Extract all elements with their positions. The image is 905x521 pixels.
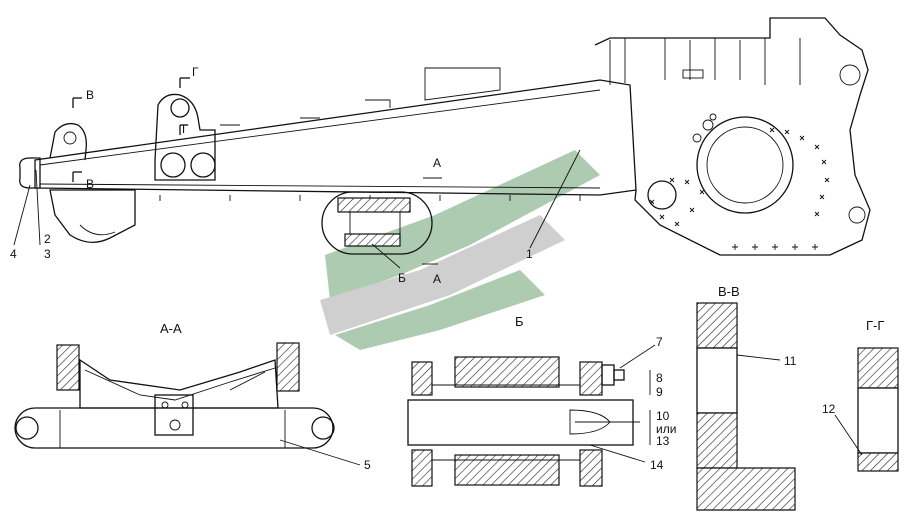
callout-1: 1 <box>526 247 533 261</box>
section-title-g-g: Г-Г <box>866 318 884 333</box>
callout-7: 7 <box>656 335 663 349</box>
callout-8: 8 <box>656 371 663 385</box>
cut-plane-marks <box>72 77 190 182</box>
callout-5: 5 <box>364 458 371 472</box>
section-title-v-v: В-В <box>718 284 740 299</box>
cut-letter-b: Б <box>398 271 406 285</box>
cut-letter-g-lower: Г <box>182 122 189 136</box>
callout-9: 9 <box>656 385 663 399</box>
detail-b-callout <box>321 191 433 255</box>
cut-letter-v-top: В <box>86 88 94 102</box>
section-title-a-a: А-А <box>160 321 182 336</box>
cut-letter-g: Г <box>192 65 199 79</box>
callout-4: 4 <box>10 247 17 261</box>
callout-10: 10 <box>656 409 670 423</box>
callout-11: 11 <box>784 354 797 368</box>
callout-12: 12 <box>822 402 836 416</box>
callout-or: или <box>656 422 676 436</box>
watermark-green-chevron-2 <box>335 270 545 350</box>
callout-3: 3 <box>44 247 51 261</box>
bolt-marks <box>649 127 830 250</box>
detail-b-view <box>407 344 656 487</box>
leader-lines-main <box>13 149 581 269</box>
watermark-logo <box>320 150 600 350</box>
section-title-b: Б <box>515 314 524 329</box>
callout-2: 2 <box>44 232 51 246</box>
section-a-a-view <box>14 342 361 466</box>
callout-13: 13 <box>656 434 670 448</box>
cut-letter-a-bottom: А <box>433 272 441 286</box>
section-v-v-view <box>696 302 796 511</box>
section-g-g-view <box>834 347 899 472</box>
cut-letter-a-top: А <box>433 156 441 170</box>
cut-letter-v-bottom: В <box>86 177 94 191</box>
watermark-grey-chevron <box>320 215 565 335</box>
callout-14: 14 <box>650 458 664 472</box>
